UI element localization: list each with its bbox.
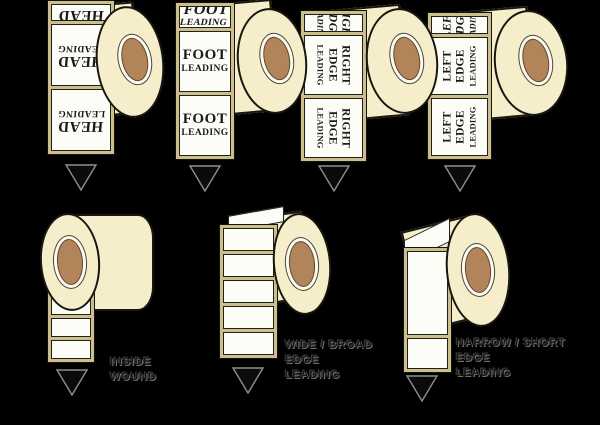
roll-core (117, 35, 153, 84)
label: RIGHT EDGE LEADING (304, 35, 363, 95)
down-arrow-icon (405, 375, 439, 403)
caption-line: LEADING (285, 369, 341, 381)
label-text: LEADING (315, 15, 325, 31)
label-text: EDGE (454, 49, 467, 83)
roll-core (518, 36, 554, 85)
label: HEAD LEADING (51, 89, 111, 151)
label-text: FOOT (182, 111, 228, 128)
label-text: LEADING (179, 18, 229, 28)
roll-core (55, 238, 85, 286)
roll-core (389, 34, 425, 83)
caption-line: NARROW / SHORT (456, 337, 566, 349)
down-arrow-icon (317, 165, 351, 193)
label: LEFT EDGE LEADING (431, 37, 488, 95)
core-ring (254, 29, 299, 88)
down-arrow-icon (64, 164, 98, 192)
label-text: LEADING (315, 107, 326, 149)
down-arrow-icon (231, 367, 265, 395)
core-ring (112, 30, 157, 89)
down-arrow-icon (443, 165, 477, 193)
blank-label (223, 332, 274, 355)
partial-label: RIGHT EDGE LEADING (304, 14, 363, 32)
caption-line: INSIDE (110, 356, 152, 368)
roll-core (259, 34, 295, 83)
blank-label (223, 280, 274, 303)
caption-line: LEADING (456, 367, 512, 379)
roll-core (287, 239, 317, 289)
core-ring (51, 233, 89, 291)
label-text: HEAD (57, 7, 105, 21)
label-strip: RIGHT EDGE LEADING RIGHT EDGE LEADING RI… (300, 10, 367, 162)
down-arrow-icon (188, 165, 222, 193)
label-text: FOOT (182, 6, 231, 18)
label-strip: LEFT EDGE LEADING LEFT EDGE LEADING LEFT… (427, 12, 492, 160)
caption-narrow-short-edge-leading: NARROW / SHORT EDGE LEADING (456, 336, 600, 381)
label-text: LEADING (315, 44, 326, 86)
label: RIGHT EDGE LEADING (304, 98, 363, 158)
core-ring (458, 241, 498, 299)
label-text: LEFT (441, 16, 454, 34)
caption-line: WIDE / BROAD (285, 339, 373, 351)
blank-label (51, 340, 91, 359)
label-text: HEAD (57, 118, 104, 135)
blank-label (407, 251, 448, 335)
blank-label (223, 306, 274, 329)
partial-label: LEFT EDGE LEADING (431, 16, 488, 34)
label-text: FOOT (182, 47, 228, 64)
label-text: RIGHT (339, 15, 352, 31)
core-ring (282, 235, 322, 293)
label-text: LEFT (441, 50, 454, 82)
label-text: LEADING (181, 63, 229, 74)
label-text: LEADING (467, 106, 478, 148)
label-strip (403, 247, 452, 373)
label-text: LEADING (468, 17, 478, 33)
label-text: EDGE (326, 48, 339, 82)
label-strip (219, 224, 278, 359)
label: LEFT EDGE LEADING (431, 98, 488, 156)
label-strip: FOOT LEADING FOOT LEADING FOOT LEADING (175, 2, 235, 160)
label-text: EDGE (454, 16, 467, 34)
label-text: RIGHT (339, 108, 352, 148)
blank-label (407, 338, 448, 369)
label: FOOT LEADING (179, 95, 231, 156)
label-text: LEFT (441, 111, 454, 143)
label: FOOT LEADING (179, 31, 231, 92)
label-text: LEADING (181, 127, 229, 138)
blank-label (223, 228, 274, 251)
down-arrow-icon (55, 369, 89, 397)
core-ring (513, 31, 558, 90)
partial-label: FOOT LEADING (179, 6, 231, 28)
caption-line: EDGE (285, 354, 320, 366)
caption-inside-wound: INSIDE WOUND (110, 355, 260, 385)
core-ring (384, 29, 429, 88)
blank-label (51, 318, 91, 337)
label-text: LEADING (57, 107, 106, 118)
caption-wide-broad-edge-leading: WIDE / BROAD EDGE LEADING (285, 338, 435, 383)
label-text: RIGHT (339, 45, 352, 85)
label-text: LEADING (467, 45, 478, 87)
label-text: EDGE (454, 110, 467, 144)
caption-line: WOUND (110, 371, 157, 383)
blank-label (223, 254, 274, 277)
partial-label: HEAD (51, 4, 111, 21)
label-text: EDGE (326, 111, 339, 145)
label-text: EDGE (326, 14, 339, 32)
caption-line: EDGE (456, 352, 491, 364)
roll-core (463, 245, 493, 295)
